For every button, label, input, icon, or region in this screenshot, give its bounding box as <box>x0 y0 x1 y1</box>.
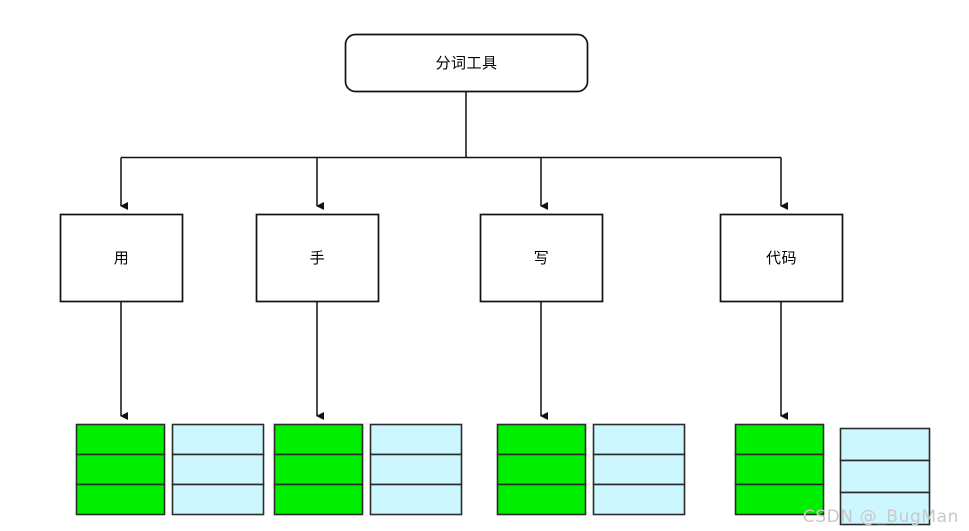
leaf-group-4 <box>734 423 931 526</box>
level2-node-box-1[interactable] <box>59 213 184 303</box>
watermark-text: CSDN @_BugMan <box>802 507 959 527</box>
leaf-group-3 <box>496 423 686 516</box>
cyan-cell[interactable] <box>839 491 931 526</box>
level2-node-box-3[interactable] <box>479 213 604 303</box>
cyan-cell[interactable] <box>171 483 265 516</box>
cyan-cell[interactable] <box>592 423 686 456</box>
leaf-group-2 <box>273 423 463 516</box>
cyan-cell[interactable] <box>369 453 463 486</box>
cyan-cell[interactable] <box>369 423 463 456</box>
cyan-cell[interactable] <box>171 423 265 456</box>
green-cell[interactable] <box>734 453 825 486</box>
green-cell[interactable] <box>75 483 166 516</box>
green-cell[interactable] <box>273 423 364 456</box>
cyan-cell[interactable] <box>839 427 931 462</box>
cyan-cell[interactable] <box>839 459 931 494</box>
root-node-box[interactable] <box>344 33 589 93</box>
leaf-group-1 <box>75 423 265 516</box>
green-cell[interactable] <box>496 423 587 456</box>
level2-node-box-4[interactable] <box>719 213 844 303</box>
green-cell[interactable] <box>75 453 166 486</box>
green-cell[interactable] <box>273 483 364 516</box>
green-cell[interactable] <box>496 453 587 486</box>
green-cell[interactable] <box>273 453 364 486</box>
level2-node-box-2[interactable] <box>255 213 380 303</box>
green-cell[interactable] <box>734 423 825 456</box>
green-cell[interactable] <box>75 423 166 456</box>
cyan-cell[interactable] <box>592 483 686 516</box>
cyan-cell[interactable] <box>592 453 686 486</box>
cyan-cell[interactable] <box>171 453 265 486</box>
cyan-cell[interactable] <box>369 483 463 516</box>
green-cell[interactable] <box>496 483 587 516</box>
green-cell[interactable] <box>734 483 825 516</box>
